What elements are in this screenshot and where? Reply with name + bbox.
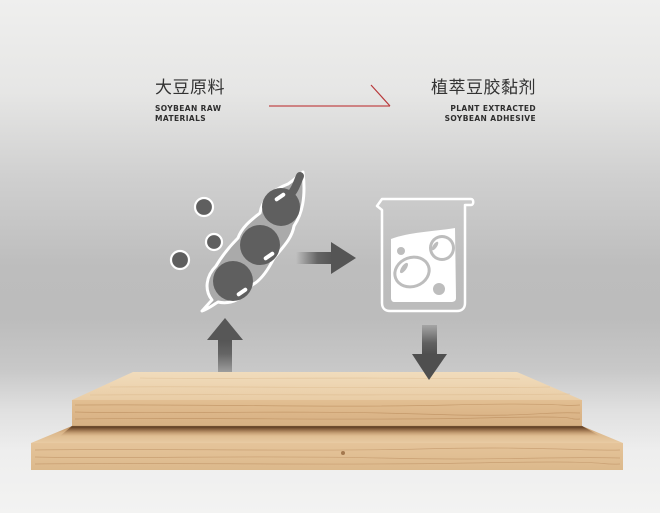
source-title-cn: 大豆原料 xyxy=(155,78,225,98)
wood-boards xyxy=(31,372,623,470)
arrow-right-icon xyxy=(296,242,356,274)
target-label: 植萃豆胶黏剂 PLANT EXTRACTED SOYBEAN ADHESIVE xyxy=(431,78,536,124)
arrow-down-icon xyxy=(412,325,447,380)
beaker-icon xyxy=(375,197,475,313)
soybean-dots-icon xyxy=(169,196,224,271)
source-label: 大豆原料 SOYBEAN RAW MATERIALS xyxy=(155,78,225,124)
soybean-pod-icon xyxy=(200,170,306,313)
target-title-cn: 植萃豆胶黏剂 xyxy=(431,78,536,98)
connector-arrow xyxy=(269,84,391,107)
target-title-en: PLANT EXTRACTED SOYBEAN ADHESIVE xyxy=(444,104,536,123)
source-title-en: SOYBEAN RAW MATERIALS xyxy=(155,104,222,123)
